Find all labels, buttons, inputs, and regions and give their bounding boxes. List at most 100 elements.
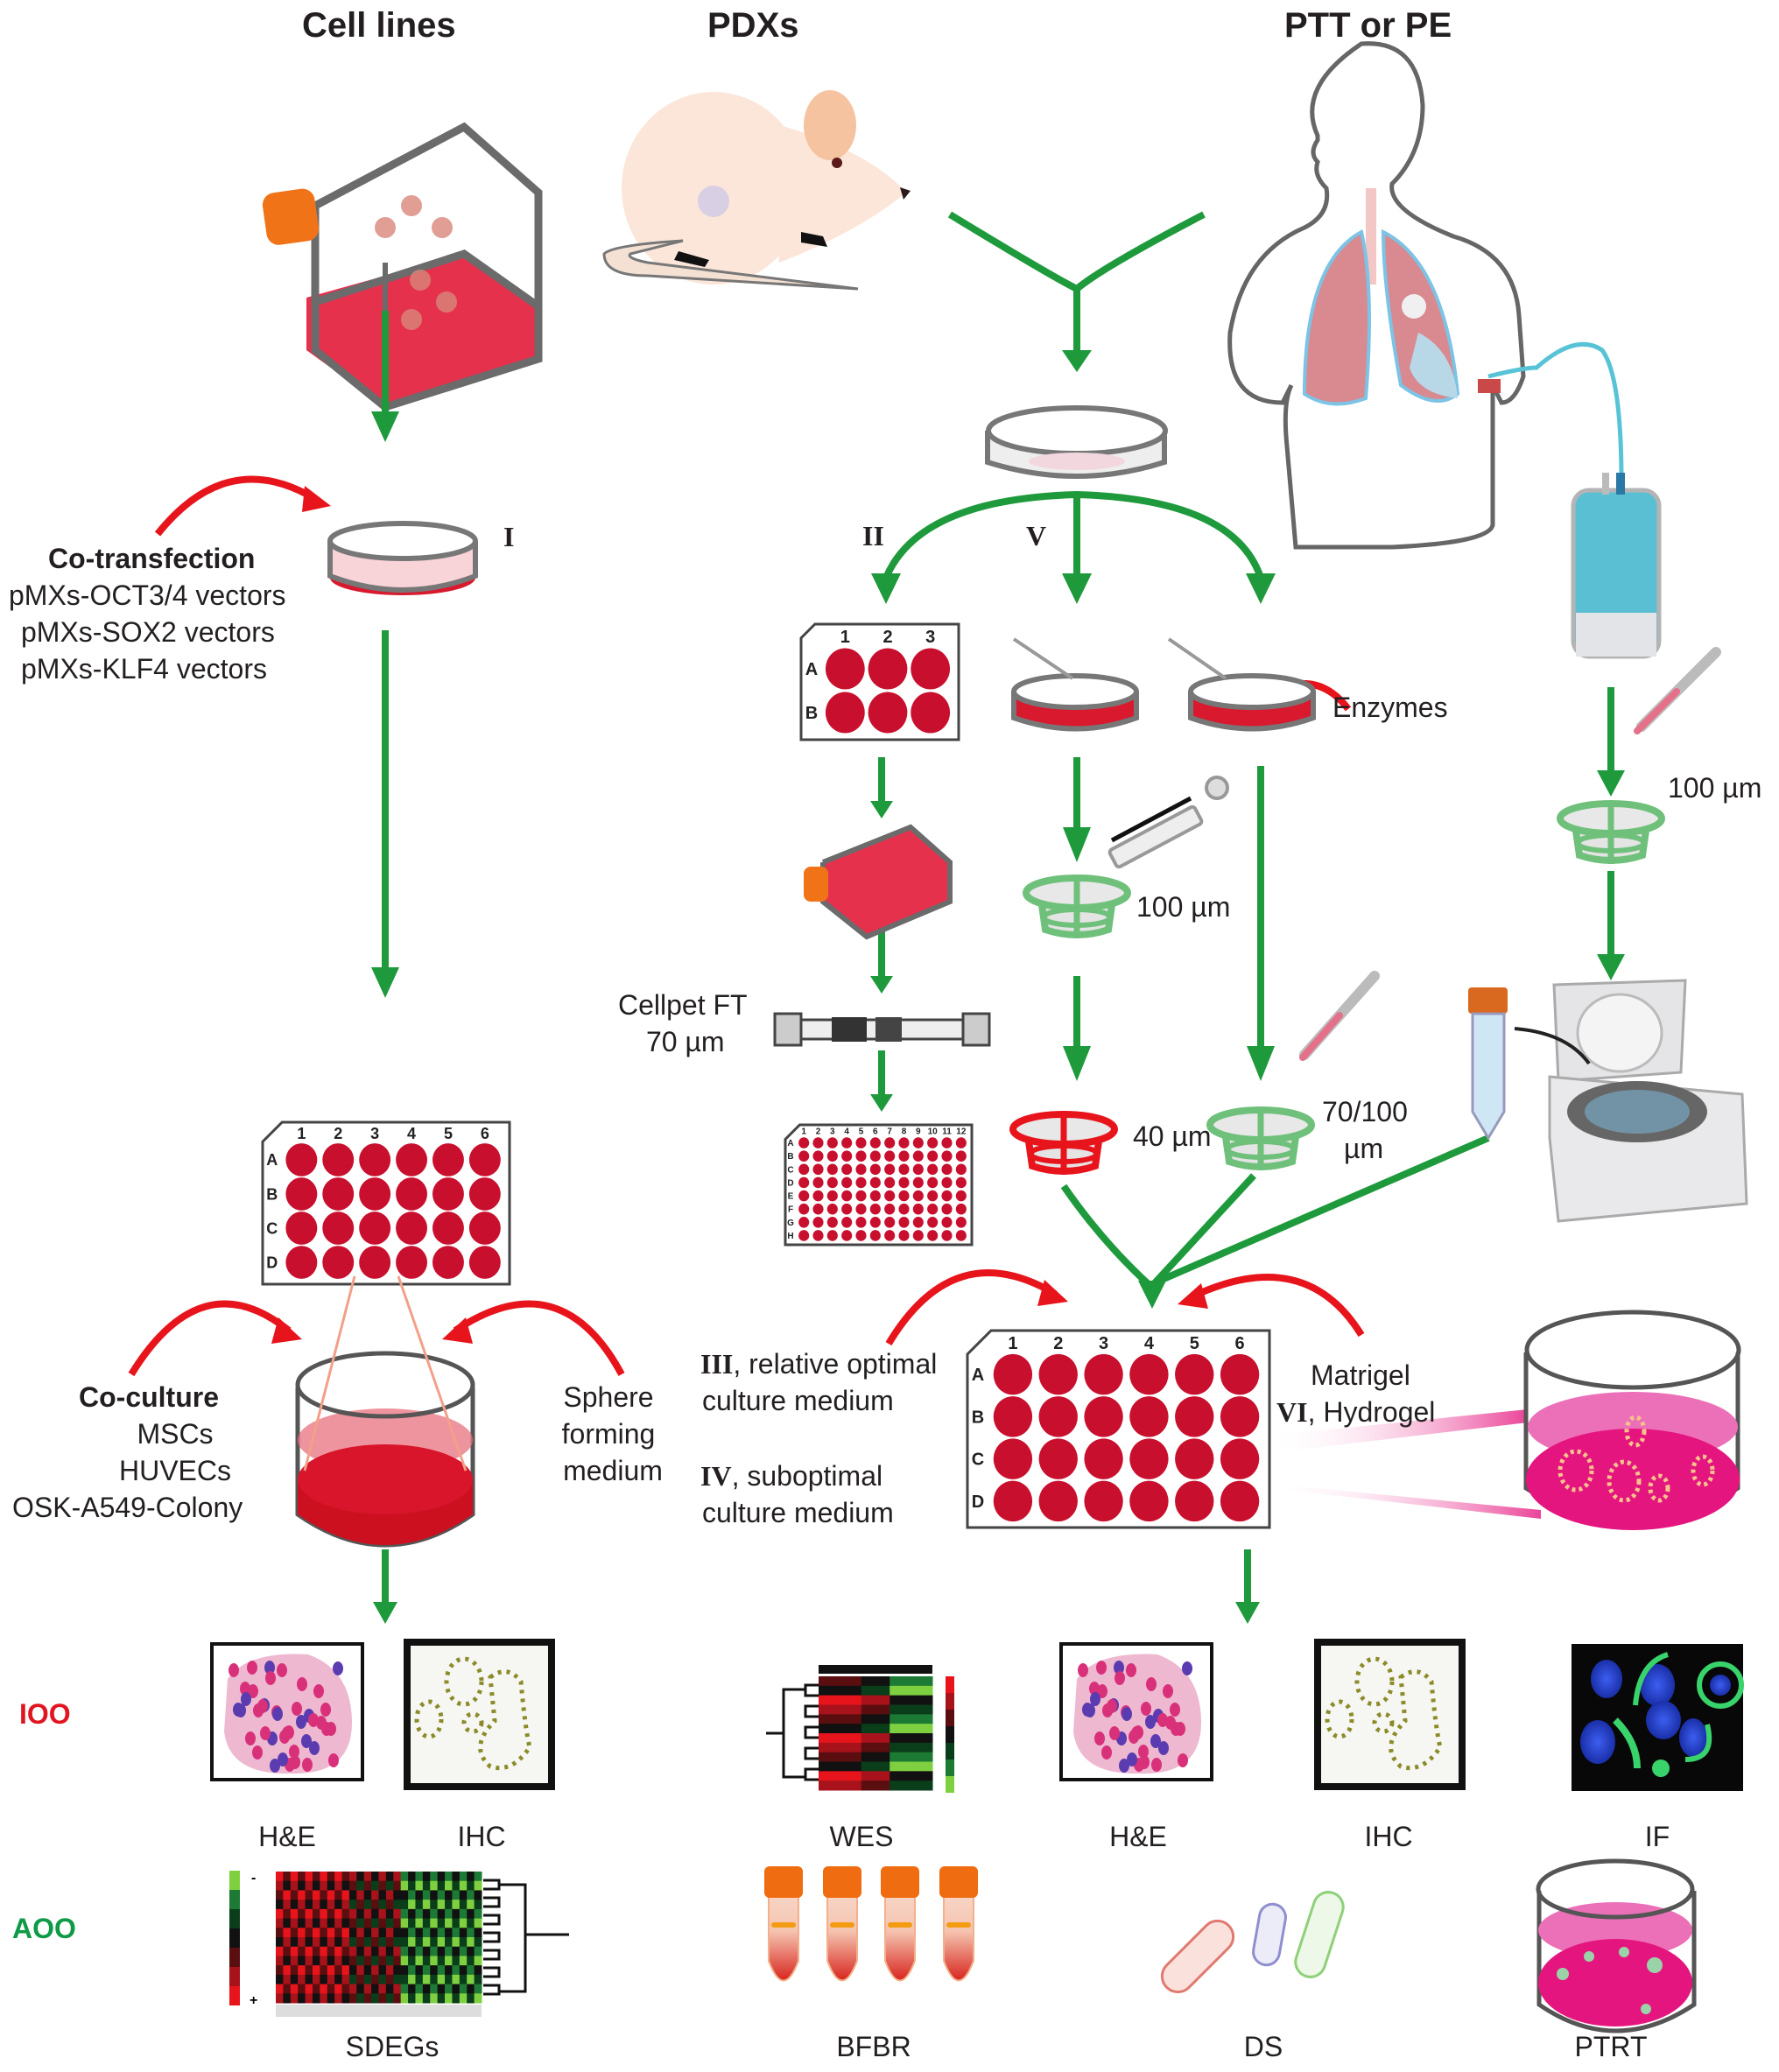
heatmap-cell [904,1704,912,1715]
column-title-pdxs: PDXs [707,6,799,45]
well [798,1163,810,1176]
well [941,1150,953,1162]
heatmap-cell [459,1937,468,1948]
heatmap-cell [276,1965,284,1976]
heatmap-cell [467,1956,475,1966]
heatmap-cell [385,1928,394,1938]
heatmap-cell [861,1771,869,1781]
nucleus [1119,1759,1129,1773]
well [941,1216,953,1228]
heatmap-cell [290,1928,299,1938]
plate-row-label: A [787,1139,793,1148]
heatmap-cell [312,1872,320,1882]
well [884,1190,896,1202]
gland [1325,1699,1354,1739]
heatmap-cell [819,1704,826,1715]
heatmap-cell [467,1872,475,1882]
heatmap-cell [356,1900,365,1910]
heatmap-cell [882,1695,890,1705]
heatmap-cell [356,1946,365,1956]
heatmap-cell [882,1685,890,1696]
heatmap-cell [348,1900,357,1910]
heatmap-cell [437,1984,446,1994]
blood-tube [939,1866,978,1982]
step-label-V: V [1026,520,1047,551]
well [868,692,908,734]
heatmap-cell [459,1946,468,1956]
plate-column-label: 2 [816,1127,821,1137]
nucleus [1082,1703,1093,1717]
well [396,1246,428,1279]
heatmap-cell [276,1908,284,1920]
heatmap-cell [452,1872,461,1882]
well [432,1177,464,1211]
heatmap-cell [854,1724,862,1734]
heatmap-cell [826,1685,833,1696]
coculture-msc: MSCs [137,1418,214,1450]
heatmap-cell [320,1872,328,1882]
heatmap-cell [290,1946,299,1956]
dendrogram [766,1683,819,1781]
heatmap-cell [283,1993,292,2004]
heatmap-cell [283,1918,292,1928]
heatmap-cell [467,1928,475,1938]
heatmap-cell [897,1676,904,1687]
heatmap-cell [341,1890,350,1900]
heatmap-cell [371,1872,379,1882]
heatmap-cell [875,1733,883,1744]
heatmap-cell [400,1872,409,1882]
output-if: IF [1644,1821,1670,1852]
lungs-icon [1302,188,1460,406]
ptrt-beaker-icon [1536,1858,1697,2033]
heatmap-cell [467,1993,475,2004]
heatmap-cell [890,1752,897,1762]
heatmap-cell [459,1984,468,1994]
gland [414,1699,444,1739]
well [359,1177,391,1211]
coculture-beaker-icon [295,1275,475,1548]
well [798,1150,810,1162]
well [285,1177,318,1211]
heatmap-cell [890,1733,897,1744]
heatmap-cell [897,1704,904,1715]
heatmap-cell [445,1974,453,1985]
heatmap-cell [911,1771,919,1781]
heatmap-cell [327,1974,335,1985]
heatmap-cell [459,1965,468,1976]
well [1220,1353,1260,1395]
well [432,1212,464,1245]
gland [478,1669,532,1771]
heatmap-cell [474,1937,482,1948]
red-arrows [128,475,1365,1377]
heatmap-cell [474,1965,482,1976]
heatmap-cell [925,1761,933,1772]
heatmap-cell [445,1993,453,2004]
heatmap-cell [459,1890,468,1900]
heatmap-cell [393,1974,402,1985]
heatmap-cell [378,1872,387,1882]
heatmap-cell [363,1918,372,1928]
well [812,1137,824,1148]
heatmap-cell [445,1908,453,1920]
heatmap-cell [385,1993,394,2004]
heatmap-cell [422,1965,431,1976]
well [898,1176,910,1189]
heatmap-cell [840,1733,847,1744]
heatmap-cell [445,1965,453,1976]
well [826,1176,838,1189]
heatmap-cell [305,1880,313,1891]
strainer-70-100-label: 70/100 [1322,1096,1408,1127]
heatmap-cell [840,1752,847,1762]
heatmap-cell [408,1946,416,1956]
heatmap-cell [327,1993,335,2004]
heatmap-cell [320,1900,328,1910]
heatmap-cell [474,1908,482,1920]
syringe-icon [1107,776,1229,869]
well [955,1150,967,1162]
nucleus [1145,1715,1156,1729]
heatmap-cell [348,1965,357,1976]
heatmap-cell [415,1900,424,1910]
heatmap-cell [847,1752,855,1762]
well [841,1176,853,1189]
